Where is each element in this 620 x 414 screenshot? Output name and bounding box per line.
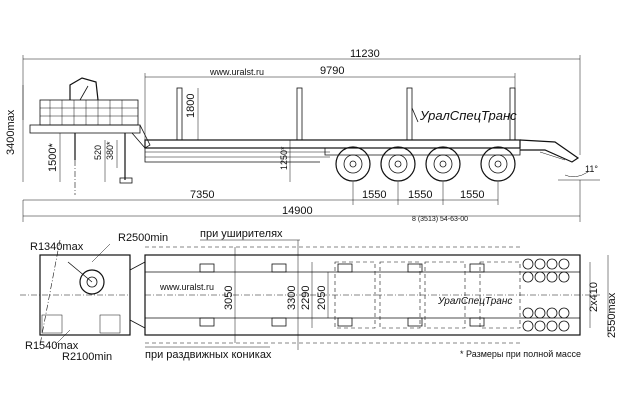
dim-3300: 3300 [286, 286, 298, 310]
dim-r2500: R2500min [118, 232, 168, 244]
label-sliding-stakes: при раздвижных кониках [145, 349, 272, 361]
gooseneck-rail-posts [49, 100, 123, 125]
dim-height-max: 3400max [5, 109, 17, 155]
dim-11230: 11230 [350, 48, 380, 60]
rear-wheels-plan [522, 258, 570, 332]
gooseneck-rail [39, 99, 139, 126]
dim-520: 520 [93, 145, 103, 160]
dim-380: 380* [105, 141, 115, 160]
model-code: 8 (3513) 54-63-00 [412, 216, 468, 223]
dim-r1340: R1340max [30, 241, 84, 253]
dim-stake: 1800 [185, 94, 197, 118]
brand-logo-icon [411, 107, 419, 123]
wheel-4 [480, 146, 516, 182]
dim-1550-b: 1550 [408, 189, 432, 201]
crane-icon [69, 77, 99, 101]
dim-2550: 2550max [606, 292, 618, 338]
wheel-3 [425, 146, 461, 182]
label-extenders: при уширителях [200, 228, 283, 240]
dim-kingpin: 1500* [47, 143, 59, 172]
footnote: * Размеры при полной массе [460, 349, 581, 359]
brand-side: УралСпецТранс [419, 108, 517, 123]
dim-9790: 9790 [320, 65, 344, 77]
deck-frame [144, 139, 521, 149]
side-view: 11230 9790 www.uralst.ru 3400max [5, 48, 600, 223]
dim-r2100: R2100min [62, 351, 112, 363]
dim-1550-c: 1550 [460, 189, 484, 201]
dim-deck: 1250* [279, 146, 289, 170]
wheel-2 [380, 146, 416, 182]
kingpin-plate-icon [79, 269, 105, 295]
wheel-1 [335, 146, 371, 182]
dim-1550-a: 1550 [362, 189, 386, 201]
dim-7350: 7350 [190, 189, 214, 201]
dim-r1540: R1540max [25, 340, 79, 352]
dim-2x410: 2x410 [588, 282, 600, 312]
dim-14900: 14900 [282, 205, 313, 217]
dim-angle: 11° [585, 164, 598, 174]
dim-2050: 2050 [316, 286, 328, 310]
dim-2290: 2290 [300, 286, 312, 310]
axles-plan [334, 261, 521, 329]
gooseneck-frame [29, 124, 141, 134]
stake-pockets-plan [199, 263, 485, 327]
dim-3050: 3050 [223, 286, 235, 310]
brand-top: УралСпецТранс [437, 296, 512, 307]
gooseneck-neck [131, 124, 151, 149]
website-top: www.uralst.ru [159, 282, 214, 292]
axle-group [324, 146, 521, 182]
website-side: www.uralst.ru [209, 67, 264, 77]
top-view: R1340max R2500min R1540max R2100min [20, 228, 618, 363]
rear-ramp [519, 139, 580, 163]
